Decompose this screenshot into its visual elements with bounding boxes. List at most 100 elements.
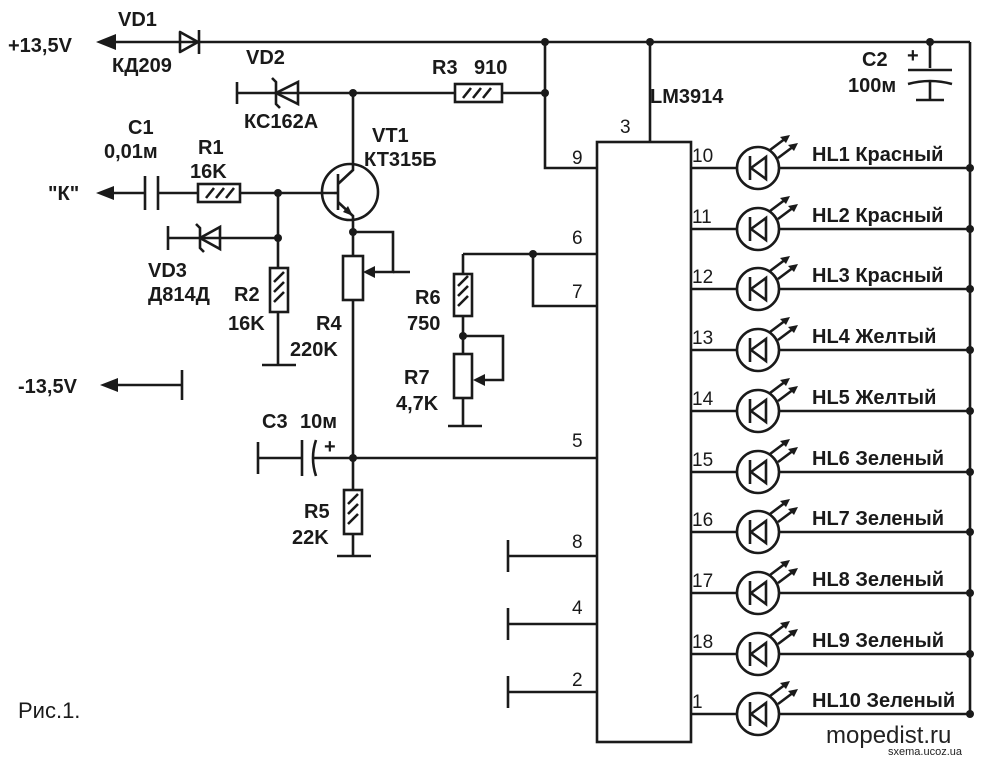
ic-pin-2: 2	[572, 670, 583, 691]
led-diode-hl9	[735, 631, 781, 677]
led-pin-label: 11	[692, 207, 712, 228]
c2-ref: C2	[862, 49, 888, 71]
diode-vd3	[166, 223, 282, 253]
r3-value: 910	[474, 57, 507, 79]
led-pin-label: 12	[692, 267, 713, 288]
resistor-r4	[341, 230, 410, 458]
led-row-hl8: 17 HL8 Зеленый	[691, 560, 974, 616]
transistor-vt1	[320, 93, 380, 236]
figure-caption: Рис.1.	[18, 698, 80, 723]
r1-value: 16K	[190, 161, 227, 183]
input-k-label: "К"	[48, 183, 79, 205]
led-light-arrows	[769, 378, 798, 403]
led-row-hl3: 12 HL3 Красный	[691, 256, 974, 312]
led-pin-label: 1	[692, 692, 703, 713]
r6-value: 750	[407, 313, 440, 335]
r5-ref: R5	[304, 501, 330, 523]
vt1-ref: VT1	[372, 125, 409, 147]
led-pin-label: 18	[692, 632, 713, 653]
vd1-ref: VD1	[118, 9, 157, 31]
led-diode-hl4	[735, 327, 781, 373]
ic-name: LM3914	[650, 86, 724, 108]
r3-ref: R3	[432, 57, 458, 79]
r4-value: 220K	[290, 339, 338, 361]
led-light-arrows	[769, 196, 798, 221]
led-label: HL3 Красный	[812, 265, 943, 287]
pins-6-7-network	[463, 250, 597, 308]
resistor-r3	[353, 42, 597, 170]
led-light-arrows	[769, 317, 798, 342]
led-row-hl5: 14 HL5 Желтый	[691, 378, 974, 434]
r5-value: 22K	[292, 527, 329, 549]
supply-rail	[96, 34, 970, 50]
led-row-hl1: 10 HL1 Красный	[691, 135, 974, 191]
vd2-ref: VD2	[246, 47, 285, 69]
vd1-type: КД209	[112, 55, 172, 77]
diode-vd1	[178, 30, 201, 54]
c3-ref: C3	[262, 411, 288, 433]
resistor-r5	[337, 458, 371, 558]
led-label: HL5 Желтый	[812, 387, 936, 409]
watermark-main: mopedist.ru	[826, 722, 951, 749]
ic-pin-3: 3	[620, 117, 631, 138]
led-diode-hl7	[735, 509, 781, 555]
led-label: HL1 Красный	[812, 144, 943, 166]
led-label: HL8 Зеленый	[812, 569, 944, 591]
ic-pin-4: 4	[572, 598, 583, 619]
vt1-type: КТ315Б	[364, 149, 437, 171]
c2-value: 100м	[848, 75, 896, 97]
led-label: HL10 Зеленый	[812, 690, 955, 712]
r4-ref: R4	[316, 313, 342, 335]
diode-vd2	[235, 77, 357, 109]
led-light-arrows	[769, 439, 798, 464]
led-pin-label: 14	[692, 389, 714, 410]
r7-ref: R7	[404, 367, 430, 389]
r7-value: 4,7K	[396, 393, 439, 415]
led-light-arrows	[769, 681, 798, 706]
input-line	[96, 176, 334, 210]
resistor-r7	[448, 334, 505, 428]
led-light-arrows	[769, 499, 798, 524]
ic-pin-5: 5	[572, 431, 583, 452]
led-pin-label: 10	[692, 146, 713, 167]
r2-value: 16K	[228, 313, 265, 335]
ic-pin-8: 8	[572, 532, 583, 553]
led-light-arrows	[769, 256, 798, 281]
negative-supply-label: -13,5V	[18, 376, 78, 398]
led-row-hl2: 11 HL2 Красный	[691, 196, 974, 252]
led-diode-hl6	[735, 449, 781, 495]
led-pin-label: 17	[692, 571, 713, 592]
led-diode-hl1	[735, 145, 781, 191]
ground-stubs	[506, 540, 597, 708]
ic-pin-6: 6	[572, 228, 583, 249]
led-diode-hl2	[735, 206, 781, 252]
led-row-hl6: 15 HL6 Зеленый	[691, 439, 974, 495]
led-light-arrows	[769, 135, 798, 160]
ic-pin-7: 7	[572, 282, 583, 303]
led-diode-hl10	[735, 691, 781, 737]
negative-supply	[100, 370, 184, 400]
c3-value: 10м	[300, 411, 337, 433]
capacitor-c3	[256, 439, 597, 477]
c3-polarity: +	[324, 436, 336, 458]
led-pin-label: 15	[692, 450, 713, 471]
vd3-type: Д814Д	[148, 284, 210, 306]
vd3-ref: VD3	[148, 260, 187, 282]
ic-lm3914	[595, 42, 693, 744]
led-label: HL2 Красный	[812, 205, 943, 227]
led-row-hl10: 1 HL10 Зеленый	[691, 681, 974, 737]
r1-ref: R1	[198, 137, 224, 159]
c1-ref: C1	[128, 117, 154, 139]
led-diode-hl5	[735, 388, 781, 434]
led-light-arrows	[769, 621, 798, 646]
led-label: HL4 Желтый	[812, 326, 936, 348]
led-pin-label: 13	[692, 328, 713, 349]
positive-supply-label: +13,5V	[8, 35, 73, 57]
c2-polarity: +	[907, 45, 919, 67]
led-light-arrows	[769, 560, 798, 585]
ic-pin-9: 9	[572, 148, 583, 169]
capacitor-c2	[907, 42, 953, 102]
led-label: HL6 Зеленый	[812, 448, 944, 470]
